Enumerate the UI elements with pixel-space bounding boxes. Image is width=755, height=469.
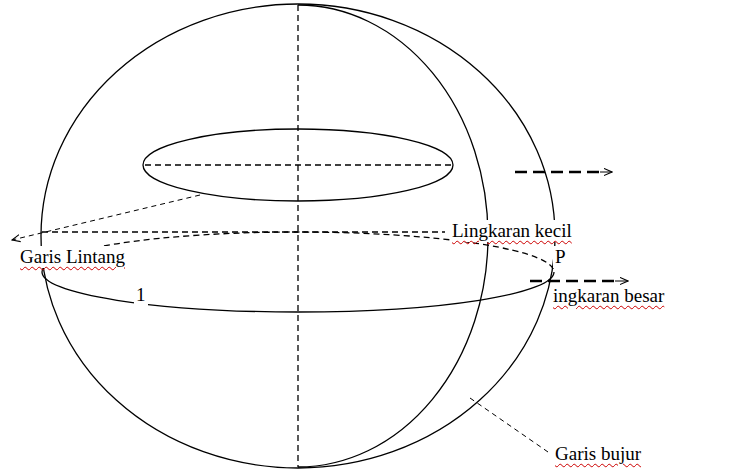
small-circle xyxy=(143,129,453,201)
leader-latitude xyxy=(12,195,200,240)
axis-line xyxy=(297,5,298,467)
longitude-label: Garis bujur xyxy=(553,443,643,465)
circle-label: Lingkaran kecil xyxy=(450,220,574,242)
leader-small-circle xyxy=(515,171,600,173)
leader-longitude xyxy=(470,398,548,452)
latitude-label: Garis Lintang xyxy=(18,246,127,268)
callout-number: 1 xyxy=(134,284,148,306)
arrowhead xyxy=(615,281,628,282)
great-circle-front xyxy=(42,272,554,312)
leader-great-circle xyxy=(530,280,615,282)
small-circle-diameter xyxy=(145,164,452,165)
circle-label: ingkaran besar xyxy=(551,285,666,307)
arrowhead xyxy=(600,172,612,173)
point-label: P xyxy=(553,246,568,268)
